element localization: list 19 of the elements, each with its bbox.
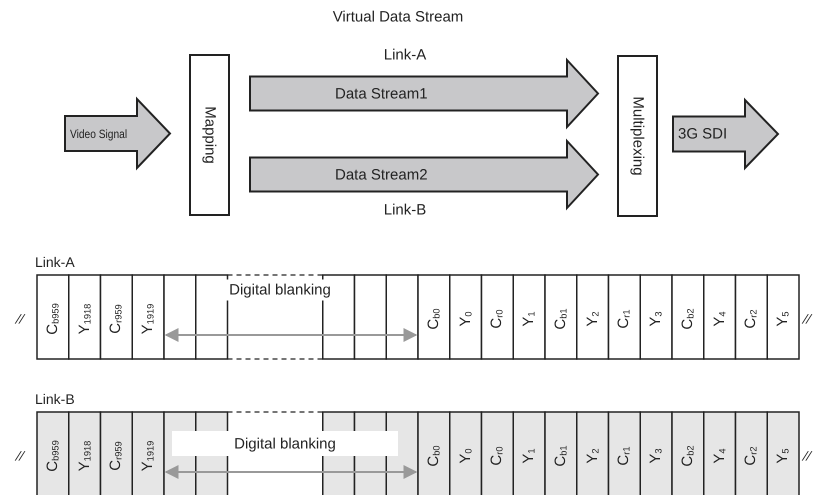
link-label: Link-A — [384, 48, 426, 62]
break-mark: // — [14, 312, 26, 326]
arrow-label: Video Signal — [70, 128, 128, 140]
arrow-label: Data Stream1 — [335, 86, 428, 101]
break-mark: // — [801, 312, 813, 326]
diagram-title: Virtual Data Stream — [332, 10, 464, 24]
break-mark: // — [14, 450, 26, 462]
block-arrow — [249, 138, 600, 211]
row-title: Link-A — [35, 255, 75, 269]
break-mark: // — [801, 450, 813, 462]
block-arrow — [249, 57, 600, 130]
process-label: Multiplexing — [630, 96, 645, 176]
process-label: Mapping — [202, 106, 217, 164]
arrow-label: 3G SDI — [678, 126, 728, 142]
link-label: Link-B — [384, 202, 426, 218]
arrow-label: Data Stream2 — [335, 167, 428, 182]
block-arrow — [672, 98, 780, 170]
block-arrow — [64, 96, 172, 170]
row-title: Link-B — [35, 392, 75, 406]
